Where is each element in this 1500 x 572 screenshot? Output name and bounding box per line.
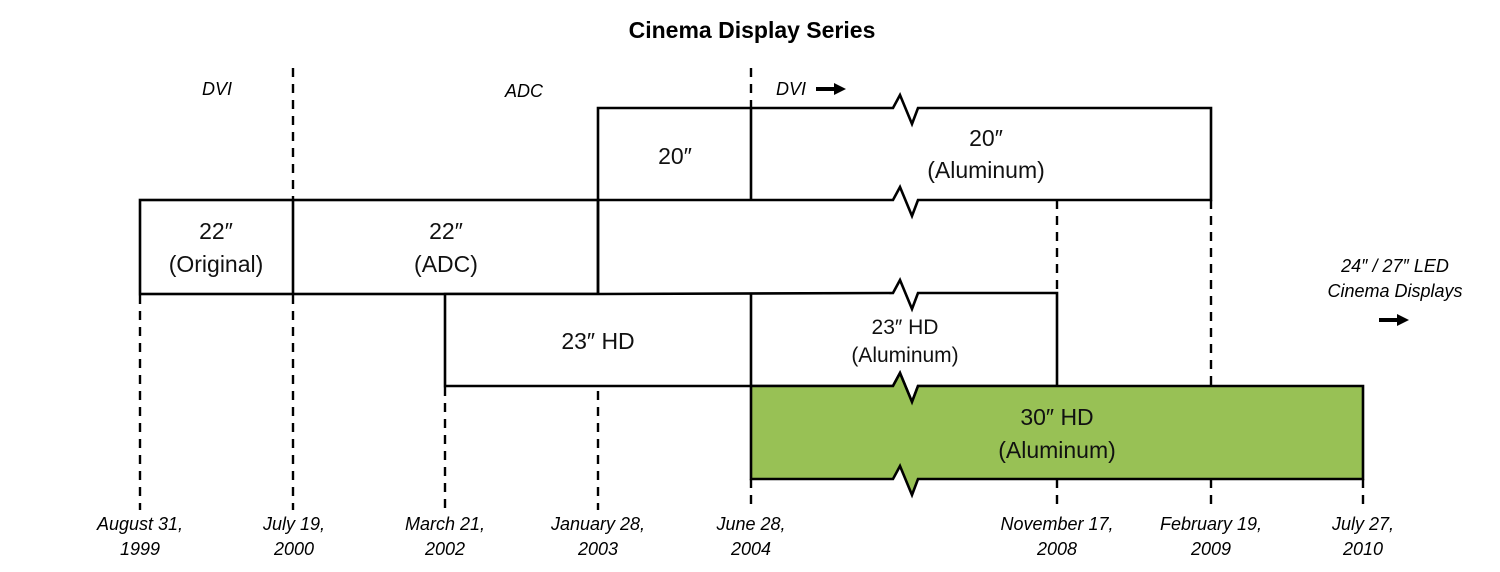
date-label-line2: 2008	[1036, 539, 1077, 559]
connector-label-dvi: DVI	[202, 79, 232, 99]
date-label-line1: July 19,	[262, 514, 325, 534]
display-label-22-adc-size: 22″	[429, 218, 463, 244]
display-bar-30-hd-outline	[749, 369, 1365, 499]
successor-label-line1: 24″ / 27″ LED	[1340, 256, 1449, 276]
date-labels: August 31, 1999 July 19, 2000 March 21, …	[96, 514, 1394, 559]
date-label-line2: 2009	[1190, 539, 1231, 559]
date-label-line2: 2003	[577, 539, 618, 559]
date-label-line1: August 31,	[96, 514, 183, 534]
display-label-22-original-model: (Original)	[169, 251, 264, 277]
date-label-line1: July 27,	[1331, 514, 1394, 534]
right-arrow-icon	[1379, 314, 1409, 326]
connector-label-adc: ADC	[504, 81, 544, 101]
display-label-30-hd-model: (Aluminum)	[998, 437, 1116, 463]
successor-label-line2: Cinema Displays	[1327, 281, 1462, 301]
date-label-line1: January 28,	[550, 514, 645, 534]
date-label-line1: February 19,	[1160, 514, 1262, 534]
display-label-20: 20″	[658, 143, 692, 169]
display-bar-30-hd: 30″ HD (Aluminum)	[749, 369, 1365, 499]
date-label-line2: 2004	[730, 539, 771, 559]
date-label-line2: 2010	[1342, 539, 1383, 559]
display-label-20-aluminum-model: (Aluminum)	[927, 157, 1045, 183]
display-label-23-hd-aluminum-size: 23″ HD	[872, 316, 939, 339]
date-label-line1: June 28,	[715, 514, 785, 534]
display-label-23-hd-aluminum-model: (Aluminum)	[851, 344, 958, 367]
display-label-22-adc-model: (ADC)	[414, 251, 478, 277]
date-label-line2: 2000	[273, 539, 314, 559]
display-label-30-hd-size: 30″ HD	[1020, 404, 1093, 430]
date-label-line1: March 21,	[405, 514, 485, 534]
right-arrow-icon	[816, 83, 846, 95]
date-label-line2: 2002	[424, 539, 465, 559]
display-label-23-hd: 23″ HD	[561, 328, 634, 354]
date-label-line2: 1999	[120, 539, 160, 559]
date-guides	[138, 68, 1365, 510]
display-bar-22: 22″ (Original) 22″ (ADC)	[138, 198, 600, 296]
connector-label-dvi-2: DVI	[776, 79, 806, 99]
display-label-20-aluminum-size: 20″	[969, 125, 1003, 151]
display-label-22-original-size: 22″	[199, 218, 233, 244]
display-bar-20: 20″ 20″ (Aluminum)	[596, 91, 1213, 220]
date-label-line1: November 17,	[1000, 514, 1113, 534]
display-bar-22-outline	[138, 198, 600, 296]
diagram-title: Cinema Display Series	[629, 17, 876, 43]
